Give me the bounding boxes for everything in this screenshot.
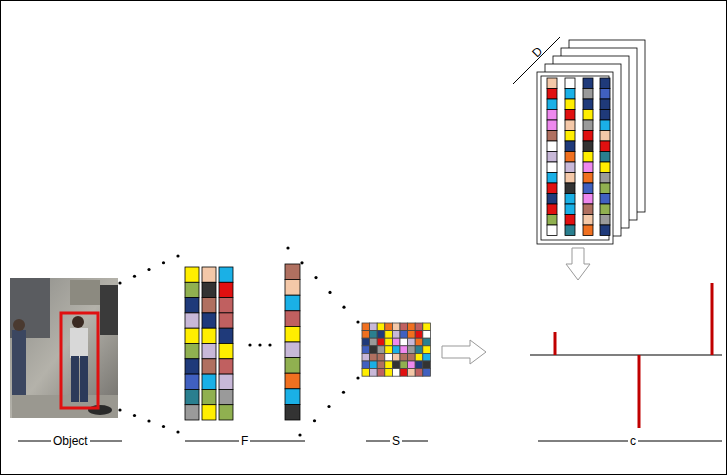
- section-lines: [18, 441, 722, 442]
- hollow-arrow: [566, 248, 590, 280]
- hollow-arrow: [442, 340, 486, 364]
- section-label: c: [628, 434, 638, 448]
- object-photo: [10, 278, 118, 418]
- section-label: F: [239, 434, 250, 448]
- section-label: Object: [51, 434, 90, 448]
- dotted-fans: [118, 246, 359, 436]
- feature-cells: [185, 40, 645, 420]
- coefficient-plot: [530, 283, 722, 428]
- section-label: S: [390, 434, 402, 448]
- dimension-line: [513, 37, 560, 84]
